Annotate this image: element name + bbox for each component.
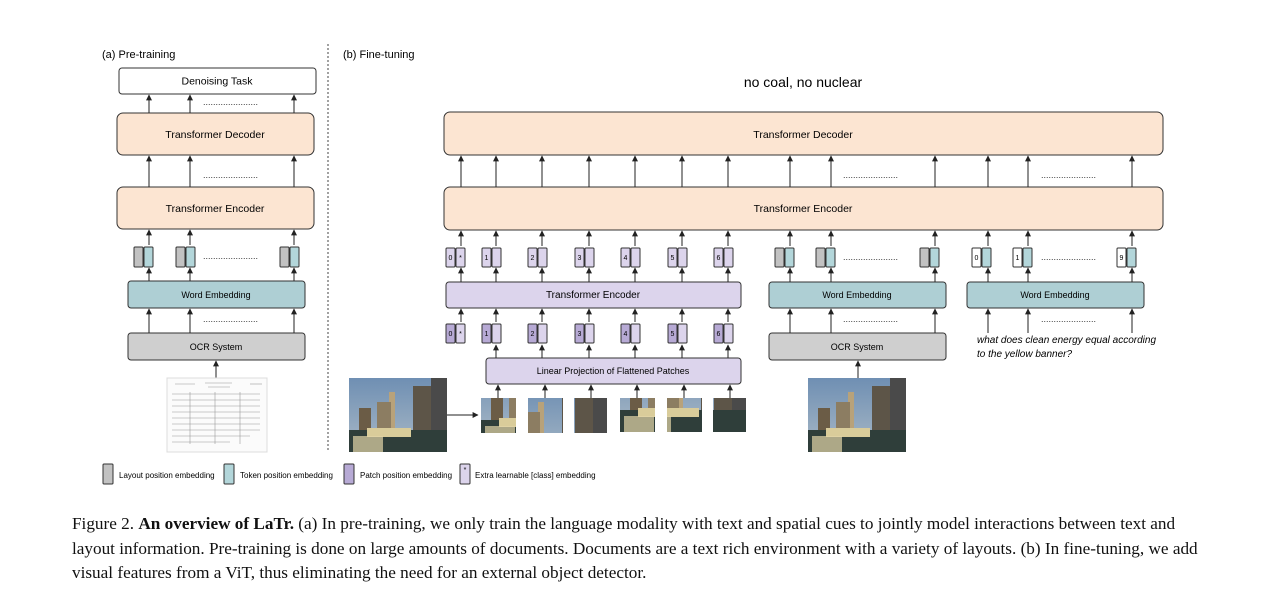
denoising-task-label: Denoising Task <box>181 76 253 88</box>
ocr-word-embedding-box <box>768 281 947 309</box>
svg-text:......................: ...................... <box>1041 252 1096 262</box>
vision-encoder-label: Transformer Encoder <box>546 290 641 301</box>
finetuning-panel: (b) Fine-tuning no coal, no nuclear Tran… <box>343 49 1164 452</box>
patch-label: 1 <box>485 255 489 262</box>
latr-figure: (a) Pre-training Denoising Task Transfor… <box>102 44 1164 485</box>
document-image <box>166 377 268 453</box>
figure-caption: Figure 2. An overview of LaTr. (a) In pr… <box>72 512 1202 586</box>
finetuning-encoder-label: Transformer Encoder <box>754 203 853 215</box>
question-label: 9 <box>1120 255 1124 262</box>
legend-cls-symbol: * <box>464 467 467 474</box>
pretraining-ocr-label: OCR System <box>190 342 243 352</box>
patch-label: 0 <box>449 255 453 262</box>
finetuning-decoder-label: Transformer Decoder <box>753 129 853 141</box>
svg-text:......................: ...................... <box>203 170 258 180</box>
finetuning-section-label: (b) Fine-tuning <box>343 49 415 61</box>
patch-label: * <box>459 331 462 338</box>
linear-projection-label: Linear Projection of Flattened Patches <box>537 366 690 376</box>
legend-layout-label: Layout position embedding <box>119 471 215 480</box>
finetuning-ocr-box <box>768 332 947 361</box>
svg-text:......................: ...................... <box>843 314 898 324</box>
patch-label: 6 <box>717 255 721 262</box>
patch-label: * <box>459 255 462 262</box>
svg-text:......................: ...................... <box>843 170 898 180</box>
patch-label: 2 <box>531 255 535 262</box>
patch-label: 6 <box>717 331 721 338</box>
legend-cls-swatch <box>459 463 471 485</box>
pretraining-word-embedding-label: Word Embedding <box>181 290 250 300</box>
pretraining-embedding-pairs <box>133 246 300 268</box>
caption-title: An overview of LaTr. <box>138 514 294 533</box>
caption-body: (a) In pre-training, we only train the l… <box>72 514 1198 582</box>
scene-image-input <box>349 378 447 452</box>
finetuning-decoder-box <box>443 111 1164 156</box>
pretraining-decoder-label: Transformer Decoder <box>165 129 265 141</box>
pretraining-encoder-label: Transformer Encoder <box>166 203 265 215</box>
svg-text:......................: ...................... <box>203 97 258 107</box>
finetuning-ellipses: ...................... .................… <box>843 170 1096 324</box>
scene-image-ocr <box>808 378 906 452</box>
finetuning-encoder-box <box>443 186 1164 231</box>
question-word-embedding-box <box>966 281 1145 309</box>
finetuning-ocr-label: OCR System <box>831 342 884 352</box>
denoising-task-box <box>118 67 317 95</box>
pretraining-decoder-box <box>116 112 315 156</box>
caption-prefix: Figure 2. <box>72 514 135 533</box>
question-labels: 0 1 9 <box>975 255 1124 262</box>
svg-text:......................: ...................... <box>1041 170 1096 180</box>
svg-text:......................: ...................... <box>843 252 898 262</box>
question-line-2: to the yellow banner? <box>977 349 1073 360</box>
patch-label: 0 <box>449 331 453 338</box>
patch-label: 5 <box>671 255 675 262</box>
question-label: 1 <box>1016 255 1020 262</box>
question-word-embedding-label: Word Embedding <box>1020 290 1089 300</box>
patch-labels-top: 0 * 1 2 3 4 5 6 <box>449 255 721 262</box>
question-line-1: what does clean energy equal according <box>977 335 1156 346</box>
legend-patch-label: Patch position embedding <box>360 471 452 480</box>
answer-text: no coal, no nuclear <box>744 74 863 90</box>
pretraining-encoder-box <box>116 186 315 230</box>
patch-label: 4 <box>624 331 628 338</box>
patch-label: 1 <box>485 331 489 338</box>
question-label: 0 <box>975 255 979 262</box>
pretraining-ellipses: ...................... .................… <box>203 97 258 324</box>
legend-token-swatch <box>223 463 235 485</box>
patch-embedding-pairs-bottom <box>445 323 734 344</box>
ocr-word-embedding-label: Word Embedding <box>822 290 891 300</box>
legend: Layout position embedding Token position… <box>102 463 596 485</box>
patch-labels-bottom: 0 * 1 2 3 4 5 6 <box>449 331 721 338</box>
legend-patch-swatch <box>343 463 355 485</box>
legend-cls-label: Extra learnable [class] embedding <box>475 471 596 480</box>
patch-label: 4 <box>624 255 628 262</box>
patch-embedding-pairs-top <box>445 247 734 268</box>
finetuning-arrows <box>447 155 1135 418</box>
pretraining-section-label: (a) Pre-training <box>102 49 175 61</box>
patch-label: 5 <box>671 331 675 338</box>
pretraining-ocr-box <box>127 332 306 361</box>
patch-label: 3 <box>578 255 582 262</box>
vision-encoder-box <box>445 281 742 309</box>
svg-text:......................: ...................... <box>203 251 258 261</box>
pretraining-arrows <box>146 94 297 378</box>
linear-projection-box <box>485 357 742 385</box>
patch-label: 2 <box>531 331 535 338</box>
question-embedding-pairs <box>971 247 1137 268</box>
ocr-embedding-pairs <box>774 247 940 268</box>
patch-label: 3 <box>578 331 582 338</box>
svg-text:......................: ...................... <box>1041 314 1096 324</box>
pretraining-panel: (a) Pre-training Denoising Task Transfor… <box>102 49 317 453</box>
svg-text:......................: ...................... <box>203 314 258 324</box>
legend-token-label: Token position embedding <box>240 471 333 480</box>
legend-layout-swatch <box>102 463 114 485</box>
pretraining-word-embedding-box <box>127 280 306 309</box>
